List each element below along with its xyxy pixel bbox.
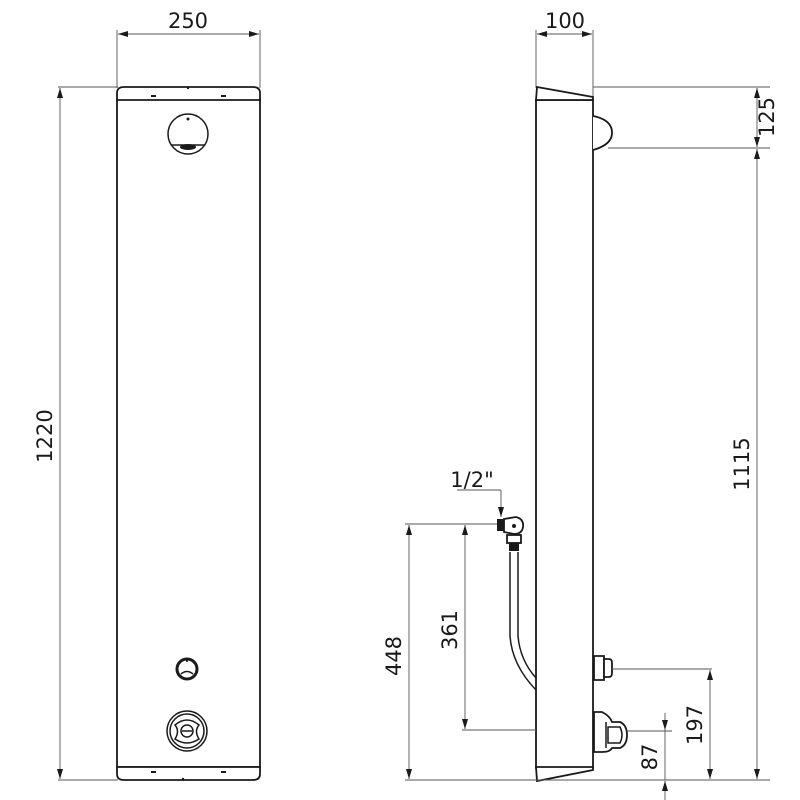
width-dimension: 250 [116, 9, 261, 88]
side-push-button-icon [593, 655, 613, 681]
top-offset-label: 125 [755, 97, 779, 137]
pipe-length-dimension: 361 [438, 525, 468, 729]
mixer-knob-icon [166, 710, 208, 752]
shower-head-height-dimension: 1115 [730, 149, 760, 779]
side-mixer-icon [593, 711, 628, 753]
push-button-height-dimension: 197 [683, 670, 713, 779]
pipe-connection-callout: 1/2" [450, 468, 504, 517]
depth-label: 100 [545, 9, 585, 33]
push-button-icon [175, 657, 199, 681]
pipe-connection-label: 1/2" [450, 468, 493, 492]
panel-body [116, 86, 261, 781]
front-view: 250 1220 [33, 9, 261, 781]
height-dimension: 1220 [33, 86, 118, 781]
side-panel-body [535, 85, 613, 783]
shower-head-offset-dimension: 125 [754, 88, 779, 147]
height-label: 1220 [33, 409, 57, 462]
inlet-hose-icon [497, 516, 537, 691]
inlet-height-label: 448 [382, 636, 406, 676]
depth-dimension: 100 [535, 9, 594, 98]
inlet-height-dimension: 448 [382, 525, 412, 779]
mixer-height-label: 87 [638, 744, 662, 771]
shower-head-icon [167, 113, 209, 155]
width-label: 250 [168, 9, 208, 33]
pipe-length-label: 361 [438, 610, 462, 650]
push-button-height-label: 197 [683, 705, 707, 745]
mixer-height-dimension: 87 [638, 713, 668, 800]
side-view: 100 125 1115 1/2" [382, 9, 779, 800]
shower-height-label: 1115 [730, 437, 754, 490]
